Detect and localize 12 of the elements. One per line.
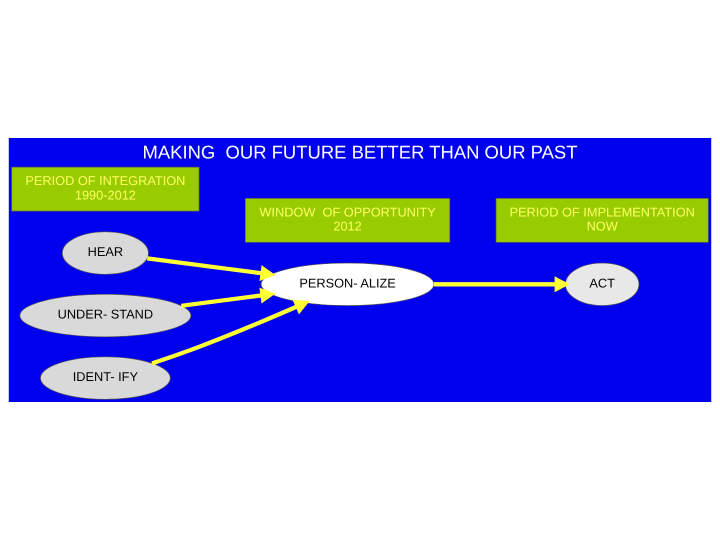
node-ellipse: HEAR — [62, 231, 149, 275]
arrow — [151, 300, 310, 366]
diagram-title: MAKING OUR FUTURE BETTER THAN OUR PAST — [142, 141, 578, 162]
node-ellipse: ACT — [565, 262, 640, 306]
arrow — [434, 276, 570, 292]
arrow — [181, 288, 276, 308]
node-ellipse: UNDER- STAND — [20, 294, 192, 338]
node-ellipse: IDENT- IFY — [40, 356, 171, 400]
node-box: WINDOW OF OPPORTUNITY 2012 — [244, 198, 450, 243]
node-box: PERIOD OF INTEGRATION 1990-2012 — [11, 166, 200, 212]
arrow — [146, 256, 276, 282]
node-box: PERIOD OF IMPLEMENTATION NOW — [496, 198, 709, 243]
